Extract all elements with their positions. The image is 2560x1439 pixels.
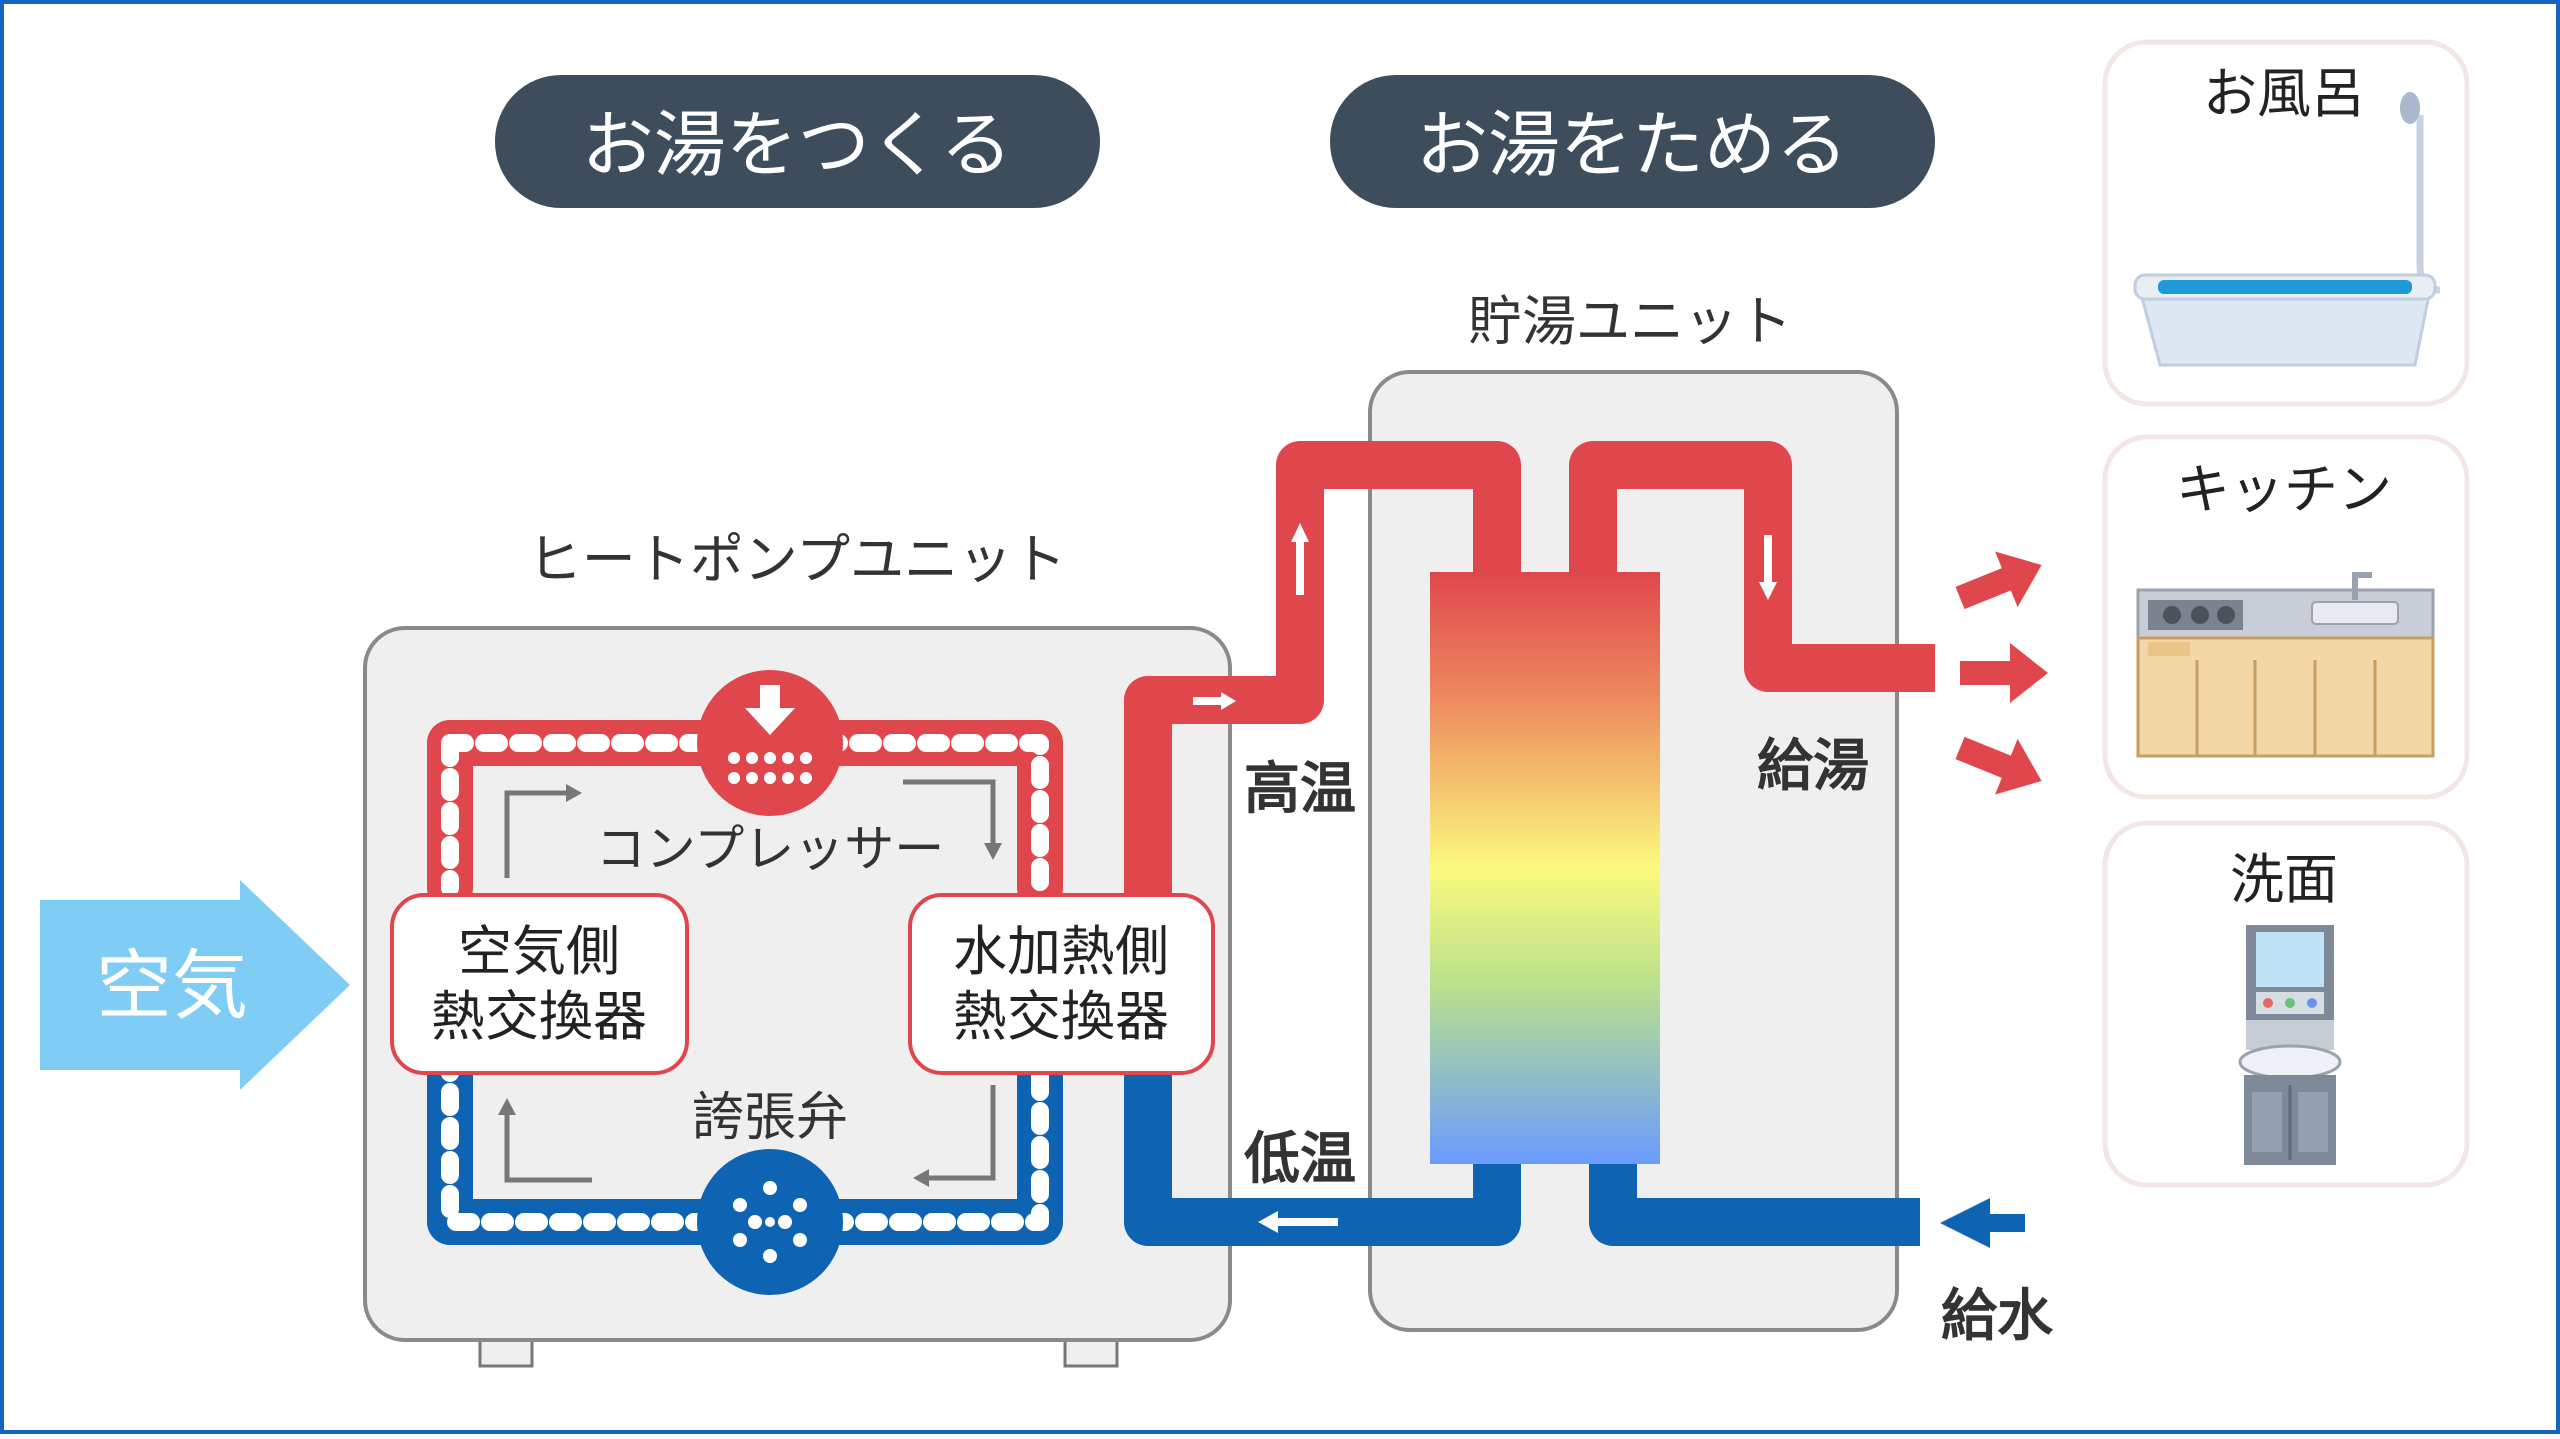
storage-tank xyxy=(1430,572,1660,1164)
water-inlet-arrow xyxy=(1940,1198,2025,1248)
pipe-arrow-up-head xyxy=(1291,523,1309,542)
unit-foot-left xyxy=(478,1336,534,1368)
pipe-arrow-up-stem xyxy=(1296,540,1304,595)
air-label: 空気 xyxy=(96,941,248,1030)
air-arrow xyxy=(40,880,350,1090)
refrigerant-flow-arrows xyxy=(504,779,996,1183)
supply-arrow-down xyxy=(1955,736,2042,795)
arrowhead-down xyxy=(984,843,1002,860)
supply-arrow-up xyxy=(1955,551,2042,610)
heat-pump-box xyxy=(363,626,1232,1342)
heat-pump-title: ヒートポンプユニット xyxy=(528,528,1066,591)
supply-arrow-middle xyxy=(1960,643,2048,703)
pipe-arrow-left-stem xyxy=(1278,1218,1338,1226)
shower-head-icon xyxy=(2400,92,2420,124)
sink-icon xyxy=(2311,601,2399,625)
water-in-label: 給水 xyxy=(1941,1284,2054,1349)
expansion-valve-label: 誇張弁 xyxy=(692,1088,848,1148)
flow-arrow-up-right xyxy=(504,790,572,878)
pipe-arrow-right-stem xyxy=(1193,697,1223,705)
water-exchanger-line2: 熱交換器 xyxy=(953,985,1169,1048)
water-heat-exchanger xyxy=(908,893,1215,1075)
kitchen-label: キッチン xyxy=(2176,458,2392,521)
pipe-arrow-left-head xyxy=(1258,1211,1278,1233)
air-exchanger-line2: 熱交換器 xyxy=(431,985,647,1048)
flow-arrow-right-down xyxy=(903,779,996,848)
cabinet-icon xyxy=(2136,636,2435,758)
cold-water-pipe-in xyxy=(1589,1160,1920,1246)
pipe-arrow-down-stem xyxy=(1764,535,1772,585)
refrigerant-flow-arrowheads xyxy=(498,784,1002,1187)
arrowhead-up xyxy=(498,1098,516,1115)
basin-icon xyxy=(2238,1044,2342,1080)
pipe-flow-arrows xyxy=(1193,523,1777,1233)
flow-arrow-down-left xyxy=(925,1085,996,1181)
water-exchanger-line1: 水加熱側 xyxy=(953,920,1169,983)
hot-loop-dots xyxy=(441,734,1049,897)
air-exchanger-line1: 空気側 xyxy=(458,920,620,983)
compressor-arrow-stem xyxy=(760,685,780,710)
arrowhead-left xyxy=(913,1169,929,1187)
destination-bath: お風呂 xyxy=(2102,39,2470,407)
air-heat-exchanger xyxy=(390,893,689,1075)
heat-pump-unit xyxy=(363,626,1232,1368)
pipe-arrow-down-head xyxy=(1759,582,1777,600)
bathtub-icon xyxy=(2138,288,2432,367)
supply-label: 給湯 xyxy=(1757,734,1869,799)
storage-title: 貯湯ユニット xyxy=(1468,290,1792,353)
make-header: お湯をつくる xyxy=(582,103,1013,187)
washroom-label: 洗面 xyxy=(2230,848,2338,911)
destination-washroom: 洗面 xyxy=(2102,820,2470,1188)
expansion-valve-icon xyxy=(697,1149,843,1295)
arrowhead-right xyxy=(566,784,582,802)
low-temp-label: 低温 xyxy=(1244,1127,1356,1192)
store-header: お湯をためる xyxy=(1416,103,1848,187)
destination-kitchen: キッチン xyxy=(2102,434,2470,800)
supply-arrows xyxy=(1955,551,2048,795)
bathtub-water xyxy=(2158,280,2412,294)
faucet-icon xyxy=(2352,572,2372,600)
pipe-arrow-right-head xyxy=(1221,692,1236,710)
hot-water-pipe-out xyxy=(1569,441,1935,692)
high-temp-label: 高温 xyxy=(1244,757,1356,822)
flow-arrow-left-up xyxy=(504,1110,592,1183)
mirror-icon xyxy=(2256,932,2324,987)
compressor-arrow-head xyxy=(745,708,795,735)
compressor-label: コンプレッサー xyxy=(596,820,945,878)
unit-foot-right xyxy=(1063,1336,1119,1368)
refrigerant-loop xyxy=(427,720,1063,1245)
compressor-dots xyxy=(728,752,812,784)
compressor-icon xyxy=(697,670,843,816)
make-header-pill xyxy=(495,75,1100,208)
valve-dots xyxy=(733,1181,807,1263)
bath-label: お風呂 xyxy=(2203,62,2365,125)
store-header-pill xyxy=(1330,75,1935,208)
